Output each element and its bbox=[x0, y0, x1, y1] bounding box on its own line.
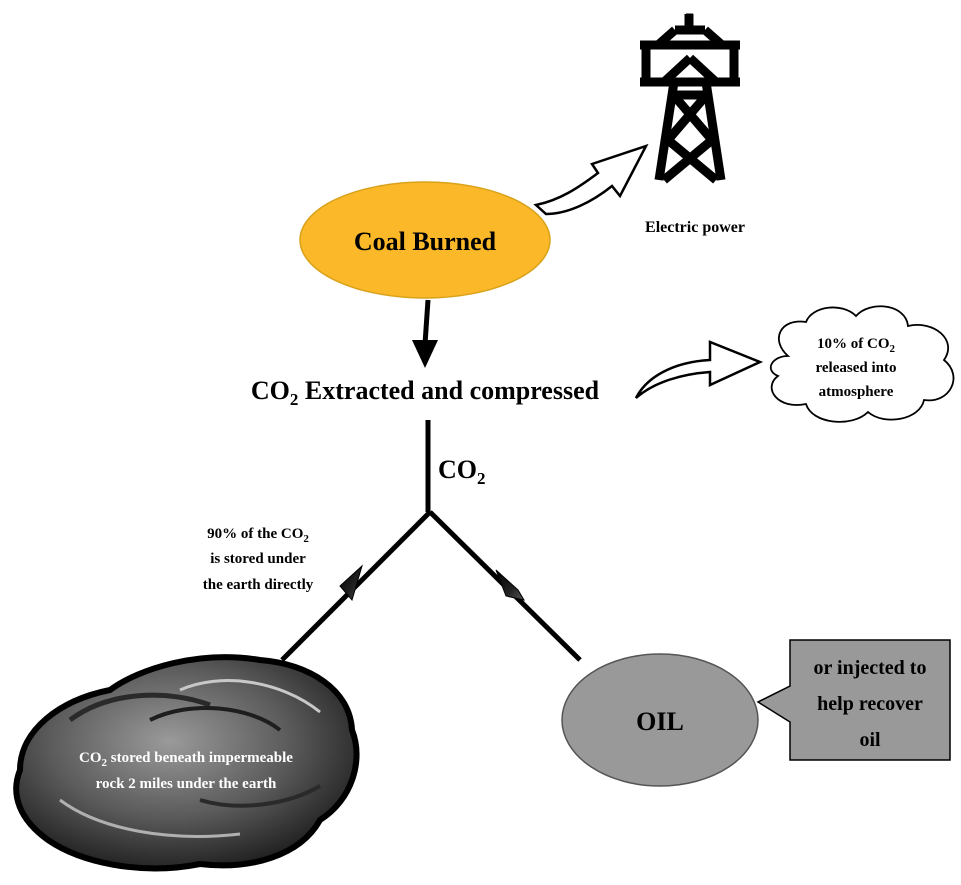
injected-line-3: oil bbox=[859, 729, 881, 751]
oil-node: OIL bbox=[561, 653, 759, 787]
stored-direct-line-1: 90% of the CO2 bbox=[207, 526, 309, 545]
transmission-tower-icon bbox=[640, 13, 740, 184]
injected-callout: or injected to help recover oil bbox=[756, 639, 951, 761]
oil-label: OIL bbox=[636, 707, 684, 736]
arrow-to-oil bbox=[428, 510, 582, 662]
atmosphere-text: 10% of CO2 released into atmosphere bbox=[816, 336, 897, 400]
stored-direct-line-2: is stored under bbox=[210, 551, 306, 567]
arrow-to-atmosphere bbox=[634, 340, 764, 399]
electric-power-label: Electric power bbox=[645, 219, 745, 236]
co2-stem-label: CO2 bbox=[438, 455, 486, 488]
rock-text: CO2 stored beneath impermeable rock 2 mi… bbox=[79, 750, 293, 792]
arrow-coal-to-extracted bbox=[412, 299, 438, 368]
cloud-icon bbox=[769, 305, 955, 423]
arrow-to-electric bbox=[533, 143, 649, 216]
injected-line-1: or injected to bbox=[814, 657, 927, 679]
extracted-compressed-label: CO2 Extracted and compressed bbox=[251, 376, 600, 409]
rock-line-2: rock 2 miles under the earth bbox=[96, 776, 277, 792]
rock-icon bbox=[13, 654, 360, 872]
injected-line-2: help recover bbox=[817, 693, 923, 715]
atmosphere-line-1: 10% of CO2 bbox=[817, 336, 896, 355]
arrow-to-rock bbox=[280, 510, 432, 662]
atmosphere-line-3: atmosphere bbox=[819, 384, 894, 400]
stored-direct-line-3: the earth directly bbox=[203, 577, 314, 593]
coal-burned-node: Coal Burned bbox=[299, 181, 551, 299]
rock-line-1: CO2 stored beneath impermeable bbox=[79, 750, 293, 769]
stored-direct-text: 90% of the CO2 is stored under the earth… bbox=[203, 526, 314, 593]
coal-burned-label: Coal Burned bbox=[354, 227, 497, 256]
atmosphere-line-2: released into bbox=[816, 360, 897, 376]
